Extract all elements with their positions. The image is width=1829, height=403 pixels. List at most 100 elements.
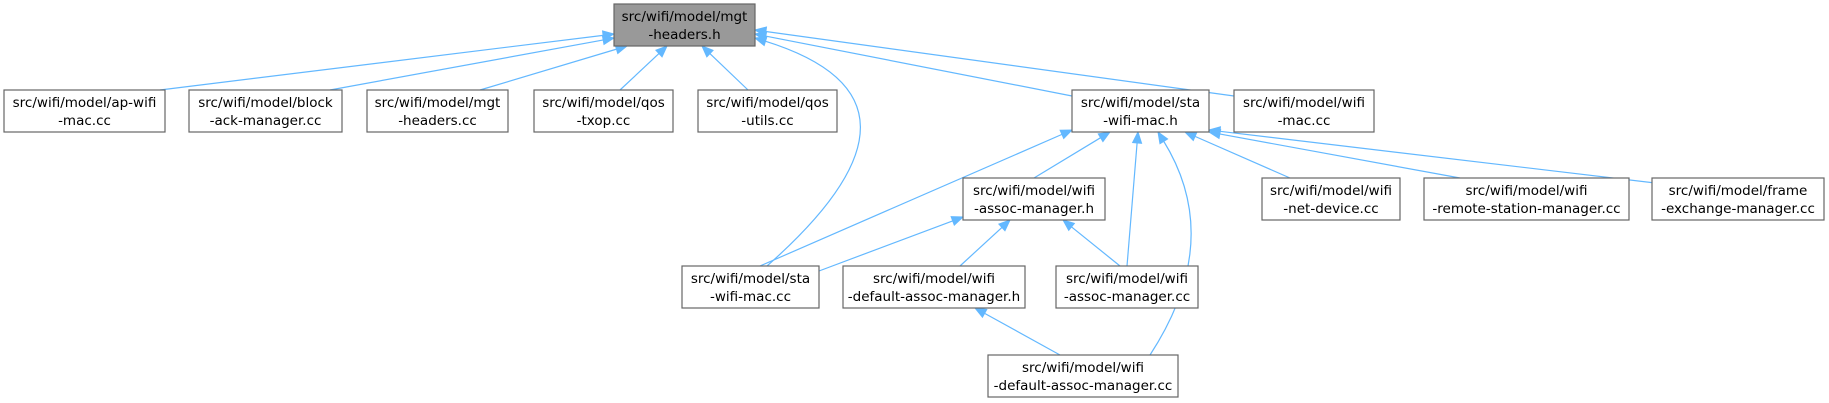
node-box	[681, 265, 820, 309]
arrow-head-icon	[1207, 126, 1222, 137]
edge-line	[818, 219, 954, 272]
arrow-head-icon	[701, 45, 714, 58]
edge-line	[479, 48, 618, 91]
node-label-line1: src/wifi/model/mgt	[375, 95, 501, 111]
node-label-line2: -ack-manager.cc	[210, 113, 322, 129]
edge-line	[1193, 135, 1291, 179]
node-label-line1: src/wifi/model/qos	[542, 95, 665, 111]
edge-line	[1218, 133, 1461, 179]
node-label-line1: src/wifi/model/ap-wifi	[13, 95, 157, 111]
node-label-line2: -net-device.cc	[1283, 201, 1378, 217]
node-wifi-assoc-manager-cc[interactable]: src/wifi/model/wifi -assoc-manager.cc	[1055, 265, 1199, 309]
node-label-line1: src/wifi/model/frame	[1669, 183, 1808, 199]
node-wifi-assoc-manager-h[interactable]: src/wifi/model/wifi-assoc-manager.h	[962, 177, 1106, 221]
node-wifi-default-assoc-manager-h[interactable]: src/wifi/model/wifi-default-assoc-manage…	[842, 265, 1026, 309]
node-label-line1: src/wifi/model/block	[198, 95, 333, 111]
node-ap-wifi-mac-cc[interactable]: src/wifi/model/ap-wifi -mac.cc	[3, 89, 166, 133]
node-box	[3, 89, 166, 133]
node-box	[962, 177, 1106, 221]
node-label-line1: src/wifi/model/wifi	[1243, 95, 1365, 111]
node-label-line2: -default-assoc-manager.cc	[994, 378, 1173, 394]
arrow-head-icon	[655, 45, 668, 58]
edge-line	[759, 133, 1064, 267]
node-label-line2: -assoc-manager.h	[974, 201, 1094, 217]
edge-wifi_default_assoc_manager_h-to-wifi_assoc_manager_h	[959, 219, 1011, 267]
node-frame-exchange-manager-cc[interactable]: src/wifi/model/frame -exchange-manager.cc	[1651, 177, 1825, 221]
node-label-line1: src/wifi/model/wifi	[1270, 183, 1392, 199]
node-box	[366, 89, 509, 133]
node-label-line2: -assoc-manager.cc	[1064, 289, 1190, 305]
edge-sta_wifi_mac_cc-to-sta_wifi_mac_h	[759, 129, 1074, 267]
edge-sta_wifi_mac_h-to-mgt_headers_h	[753, 31, 1073, 97]
arrow-head-icon	[1131, 130, 1143, 144]
node-label-line2: -txop.cc	[577, 113, 631, 129]
arrow-head-icon	[753, 26, 768, 37]
node-label-line1: src/wifi/model/wifi	[1066, 271, 1188, 287]
node-box	[613, 3, 756, 47]
node-label-line1: src/wifi/model/wifi	[873, 271, 995, 287]
arrow-head-icon	[1183, 131, 1198, 142]
edge-line	[708, 52, 749, 91]
arrow-head-icon	[1097, 131, 1112, 143]
node-mgt-headers-cc[interactable]: src/wifi/model/mgt -headers.cc	[366, 89, 509, 133]
node-box	[1261, 177, 1401, 221]
node-box	[1423, 177, 1630, 221]
node-box	[842, 265, 1026, 309]
node-label-line1: src/wifi/model/sta	[691, 271, 810, 287]
edge-line	[764, 35, 1073, 97]
edge-line	[959, 226, 1004, 267]
edge-line	[1218, 130, 1656, 184]
edge-line	[1070, 225, 1121, 267]
node-wifi-default-assoc-manager-cc[interactable]: src/wifi/model/wifi -default-assoc-manage…	[987, 354, 1179, 398]
node-label-line1: src/wifi/model/wifi	[1022, 360, 1144, 376]
node-label-line2: -headers.h	[648, 27, 720, 43]
edge-frame_exchange_manager_cc-to-sta_wifi_mac_h	[1207, 126, 1656, 184]
edge-wifi_assoc_manager_cc-to-wifi_assoc_manager_h	[1061, 219, 1121, 267]
arrow-head-icon	[997, 219, 1011, 232]
edge-line	[764, 30, 1235, 97]
node-box	[188, 89, 343, 133]
node-label-line2: -wifi-mac.cc	[710, 289, 791, 305]
edge-wifi_default_assoc_manager_cc-to-sta_wifi_mac_h	[1149, 130, 1192, 356]
node-sta-wifi-mac-cc[interactable]: src/wifi/model/sta -wifi-mac.cc	[681, 265, 820, 309]
edge-wifi_default_assoc_manager_cc-to-wifi_default_assoc_manager_h	[973, 307, 1061, 356]
node-qos-utils-cc[interactable]: src/wifi/model/qos-utils.cc	[697, 89, 838, 133]
node-mgt-headers-h[interactable]: src/wifi/model/mgt -headers.h	[613, 3, 756, 47]
node-wifi-net-device-cc[interactable]: src/wifi/model/wifi -net-device.cc	[1261, 177, 1401, 221]
node-label-line2: -headers.cc	[398, 113, 477, 129]
arrow-head-icon	[973, 307, 988, 319]
node-label-line1: src/wifi/model/sta	[1081, 95, 1200, 111]
edge-qos_txop_cc-to-mgt_headers_h	[619, 45, 668, 91]
edge-wifi_assoc_manager_cc-to-sta_wifi_mac_h	[1126, 130, 1143, 267]
node-box	[987, 354, 1179, 398]
node-label-line2: -wifi-mac.h	[1103, 113, 1178, 129]
edge-line	[1149, 140, 1192, 356]
edge-wifi_assoc_manager_h-to-sta_wifi_mac_h	[1033, 131, 1112, 179]
edge-sta_wifi_mac_cc-to-wifi_assoc_manager_h	[818, 216, 965, 272]
node-box	[1071, 89, 1210, 133]
node-sta-wifi-mac-h[interactable]: src/wifi/model/sta -wifi-mac.h	[1071, 89, 1210, 133]
edge-line	[764, 40, 861, 267]
arrow-head-icon	[1157, 130, 1169, 145]
edge-line	[619, 52, 661, 91]
arrow-head-icon	[601, 34, 616, 46]
edges-layer	[159, 26, 1656, 356]
arrow-head-icon	[950, 216, 965, 226]
edge-line	[1126, 141, 1138, 267]
node-block-ack-manager-cc[interactable]: src/wifi/model/block -ack-manager.cc	[188, 89, 343, 133]
node-wifi-remote-station-manager-cc[interactable]: src/wifi/model/wifi -remote-station-manag…	[1423, 177, 1630, 221]
node-qos-txop-cc[interactable]: src/wifi/model/qos -txop.cc	[533, 89, 674, 133]
nodes-layer: src/wifi/model/mgt-headers.hsrc/wifi/mod…	[3, 3, 1825, 398]
node-label-line2: -mac.cc	[58, 113, 111, 129]
edge-line	[983, 312, 1061, 356]
node-label-line1: src/wifi/model/wifi	[1466, 183, 1588, 199]
node-label-line2: -mac.cc	[1278, 113, 1331, 129]
node-label-line2: -remote-station-manager.cc	[1432, 201, 1620, 217]
node-wifi-mac-cc[interactable]: src/wifi/model/wifi -mac.cc	[1233, 89, 1375, 133]
edge-wifi_remote_station_manager_cc-to-sta_wifi_mac_h	[1207, 128, 1461, 179]
node-label-line2: -exchange-manager.cc	[1661, 201, 1815, 217]
edge-qos_utils_cc-to-mgt_headers_h	[701, 45, 749, 91]
node-box	[533, 89, 674, 133]
node-label-line1: src/wifi/model/mgt	[622, 9, 748, 25]
node-label-line2: -utils.cc	[741, 113, 793, 129]
